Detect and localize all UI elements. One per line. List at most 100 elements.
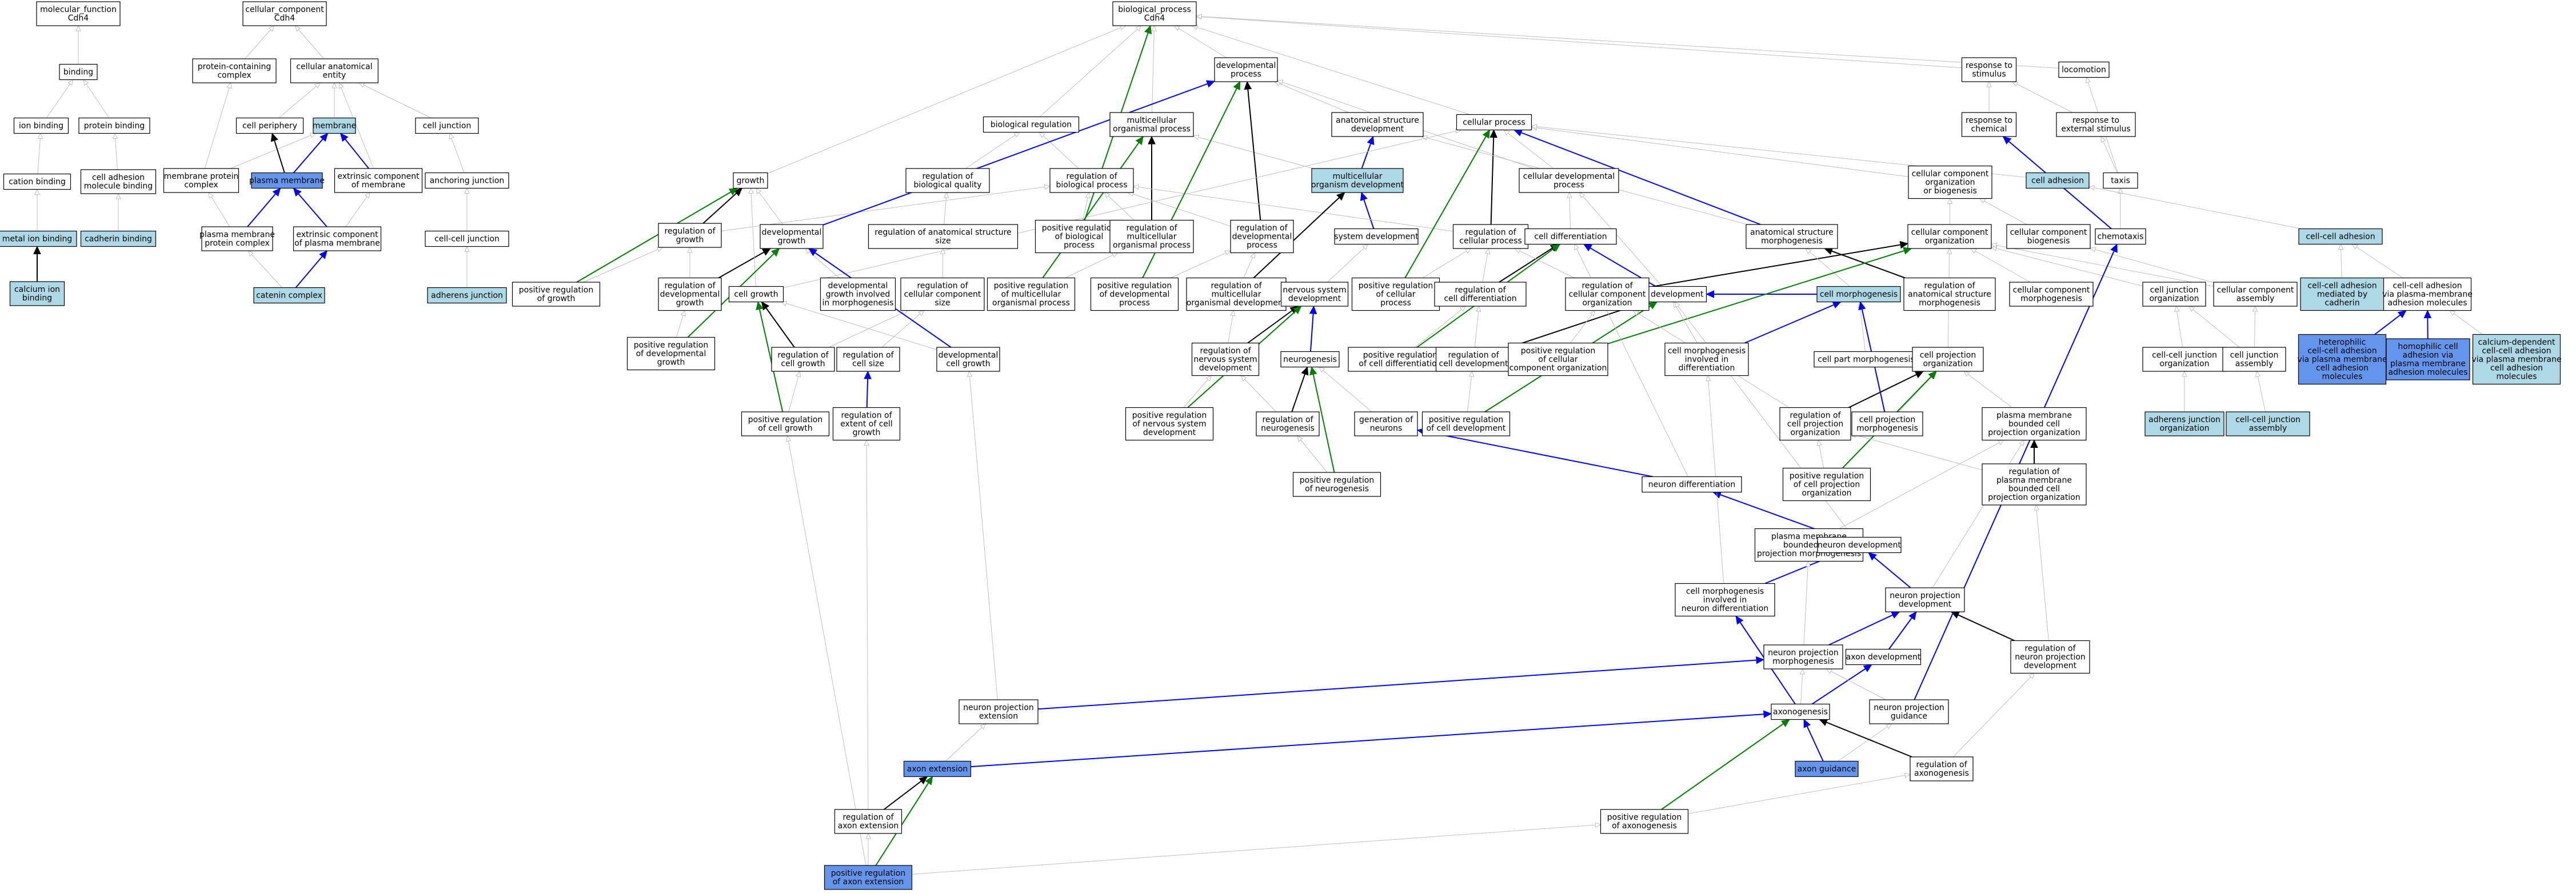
node-axonogenesis[interactable]: axonogenesis <box>1771 703 1830 720</box>
node-loco[interactable]: locomotion <box>2058 61 2110 78</box>
node-neurdiff[interactable]: neuron differentiation <box>1642 476 1742 493</box>
node-cadhb[interactable]: cadherin binding <box>80 230 157 247</box>
node-neurdev[interactable]: neuron development <box>1817 536 1902 554</box>
node-cationb[interactable]: cation binding <box>3 173 71 190</box>
node-neurogenesis[interactable]: neurogenesis <box>1280 351 1340 368</box>
node-cellproc[interactable]: cellular process <box>1456 114 1532 131</box>
node-biolreg[interactable]: biological regulation <box>983 116 1080 133</box>
node-ionb[interactable]: ion binding <box>13 117 69 134</box>
node-cpmorph[interactable]: cell part morphogenesis <box>1814 351 1919 368</box>
node-cellgrowth[interactable]: cell growth <box>728 286 784 303</box>
node-metalb[interactable]: metal ion binding <box>0 230 77 247</box>
node-axondev[interactable]: axon development <box>1845 648 1922 666</box>
node-ccadh[interactable]: cell-cell adhesion <box>2298 228 2383 245</box>
node-ccj[interactable]: cell-cell junction <box>425 230 509 247</box>
node-chemotaxis[interactable]: chemotaxis <box>2095 228 2146 245</box>
node-cellmorph[interactable]: cell morphogenesis <box>1816 286 1901 303</box>
node-growth[interactable]: growth <box>733 172 768 189</box>
node-aj[interactable]: anchoring junction <box>425 172 509 189</box>
node-sysdev[interactable]: system development <box>1334 228 1419 245</box>
node-adherensj[interactable]: adherens junction <box>427 287 507 304</box>
node-taxis[interactable]: taxis <box>2103 172 2138 189</box>
node-pm[interactable]: plasma membrane <box>249 172 325 189</box>
node-axonguid[interactable]: axon guidance <box>1795 760 1859 777</box>
node-cjunc[interactable]: cell junction <box>415 117 479 134</box>
node-binding[interactable]: binding <box>59 63 98 81</box>
node-axonext[interactable]: axon extension <box>903 760 972 777</box>
node-catenin[interactable]: catenin complex <box>253 287 325 304</box>
node-celldiff[interactable]: cell differentiation <box>1524 228 1617 245</box>
node-protb[interactable]: protein binding <box>78 117 150 134</box>
